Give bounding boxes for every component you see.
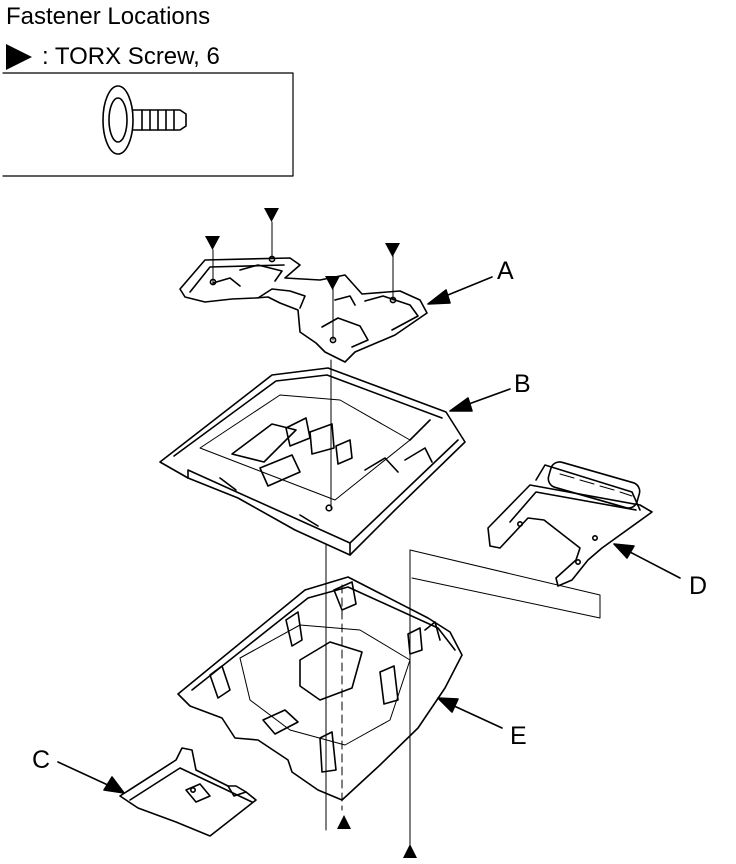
screw-marker-icon xyxy=(337,815,351,829)
part-d-bracket xyxy=(487,461,653,587)
screw-marker-icon xyxy=(264,208,279,222)
legend-fastener-text: : TORX Screw, 6 xyxy=(42,43,220,70)
torx-screw-icon xyxy=(102,85,187,155)
callout-e: E xyxy=(510,722,527,750)
alignment-lines xyxy=(212,221,601,846)
part-e-housing xyxy=(177,576,463,801)
screw-markers xyxy=(205,208,417,858)
triangle-marker-icon xyxy=(6,44,32,70)
screw-marker-icon xyxy=(403,844,417,858)
part-a-bracket xyxy=(179,255,428,363)
callout-d: D xyxy=(689,572,708,600)
leader-b xyxy=(449,388,511,412)
leader-arrows xyxy=(57,276,681,794)
legend-box-border xyxy=(2,72,294,177)
screw-marker-icon xyxy=(205,236,220,250)
legend-fastener-row: : TORX Screw, 6 xyxy=(6,42,220,72)
legend-title: Fastener Locations xyxy=(6,3,211,30)
leader-a xyxy=(427,276,493,305)
leader-e xyxy=(437,697,503,729)
screw-marker-icon xyxy=(325,276,340,290)
part-b-plate xyxy=(159,367,466,556)
callout-c: C xyxy=(32,746,51,774)
screw-marker-icon xyxy=(385,243,400,257)
leader-c xyxy=(57,761,125,794)
leader-d xyxy=(613,543,681,579)
callout-a: A xyxy=(497,257,514,285)
callout-b: B xyxy=(514,370,531,398)
part-c-cover xyxy=(119,747,257,837)
